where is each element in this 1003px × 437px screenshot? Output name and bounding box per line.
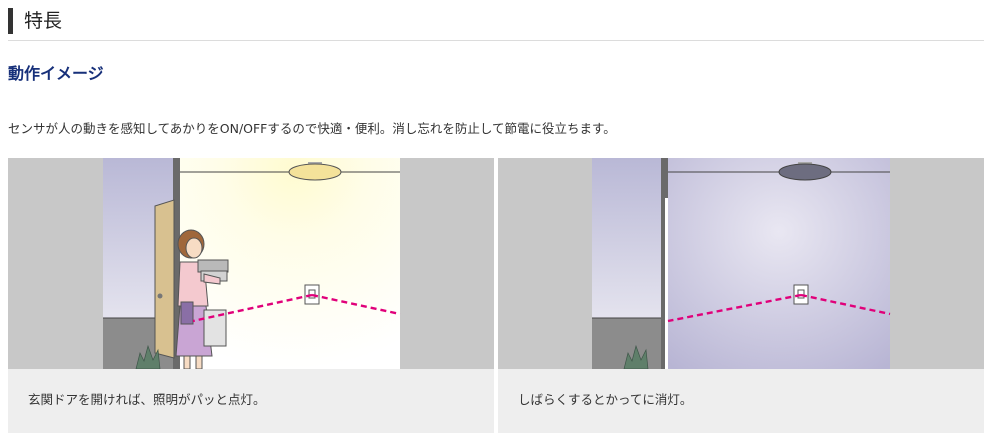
illustration-panel-light-on: 玄関ドアを開ければ、照明がパッと点灯。 [8, 158, 494, 433]
caption-box: 玄関ドアを開ければ、照明がパッと点灯。 [8, 369, 494, 433]
feature-heading: 動作イメージ [8, 64, 104, 83]
panel-caption: しばらくするとかってに消灯。 [518, 392, 693, 407]
caption-box: しばらくするとかってに消灯。 [498, 369, 984, 433]
feature-description: センサが人の動きを感知してあかりをON/OFFするので快適・便利。消し忘れを防止… [8, 121, 616, 136]
light-on-illustration [8, 158, 494, 369]
section-accent-bar [8, 8, 13, 34]
illustration-panel-light-off: しばらくするとかってに消灯。 [498, 158, 984, 433]
panel-caption: 玄関ドアを開ければ、照明がパッと点灯。 [28, 392, 266, 407]
light-off-illustration [498, 158, 984, 369]
section-title: 特長 [24, 10, 63, 32]
section-header: 特長 [8, 6, 984, 41]
